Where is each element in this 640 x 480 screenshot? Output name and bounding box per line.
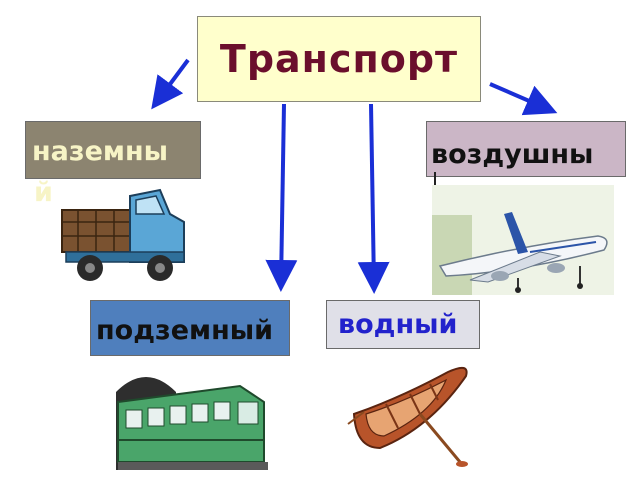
underground-transport-label: подземный	[96, 315, 274, 346]
truck-image	[61, 188, 185, 281]
water-transport-label: водный	[338, 309, 458, 340]
diagram-title: Транспорт	[219, 37, 459, 81]
ground-transport-box	[25, 121, 201, 179]
rowboat-image	[347, 366, 468, 467]
air-transport-label-tail	[434, 172, 444, 186]
arrow-to-underground	[265, 103, 298, 292]
title-box: Транспорт	[197, 16, 481, 102]
arrow-to-ground	[151, 58, 190, 110]
ground-transport-label: наземны	[32, 136, 169, 167]
underground-transport-box	[90, 300, 290, 356]
arrow-to-water	[357, 103, 390, 294]
metro-train-image	[116, 377, 268, 470]
air-transport-label: воздушны	[431, 139, 594, 170]
ground-transport-label-tail: й	[34, 177, 53, 208]
airplane-image	[432, 185, 614, 295]
arrow-to-air	[489, 82, 558, 116]
air-transport-box	[426, 121, 626, 177]
water-transport-box	[326, 300, 480, 349]
